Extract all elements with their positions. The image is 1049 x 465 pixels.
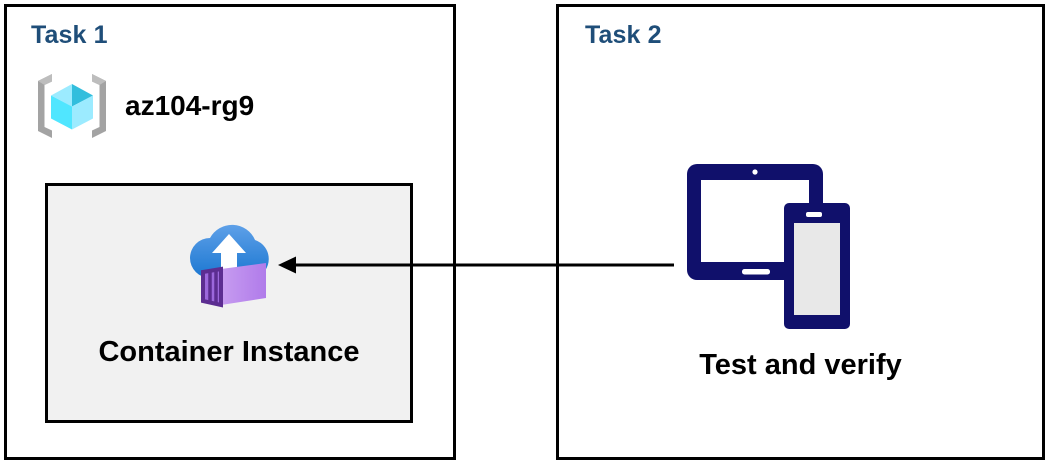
azure-resource-group-icon [38, 74, 106, 138]
container-instance-box: Container Instance [45, 183, 413, 423]
test-and-verify-label: Test and verify [699, 349, 902, 381]
azure-container-instance-icon [190, 224, 269, 308]
resource-group-label: az104-rg9 [125, 90, 255, 121]
task-1-panel: Task 1 az104-rg9 [4, 4, 456, 460]
task-1-title: Task 1 [31, 21, 108, 49]
tablet-and-phone-icon [687, 164, 850, 329]
container-instance-label: Container Instance [98, 336, 360, 368]
resource-group-row: az104-rg9 [33, 67, 254, 145]
task-2-title: Task 2 [585, 21, 662, 49]
